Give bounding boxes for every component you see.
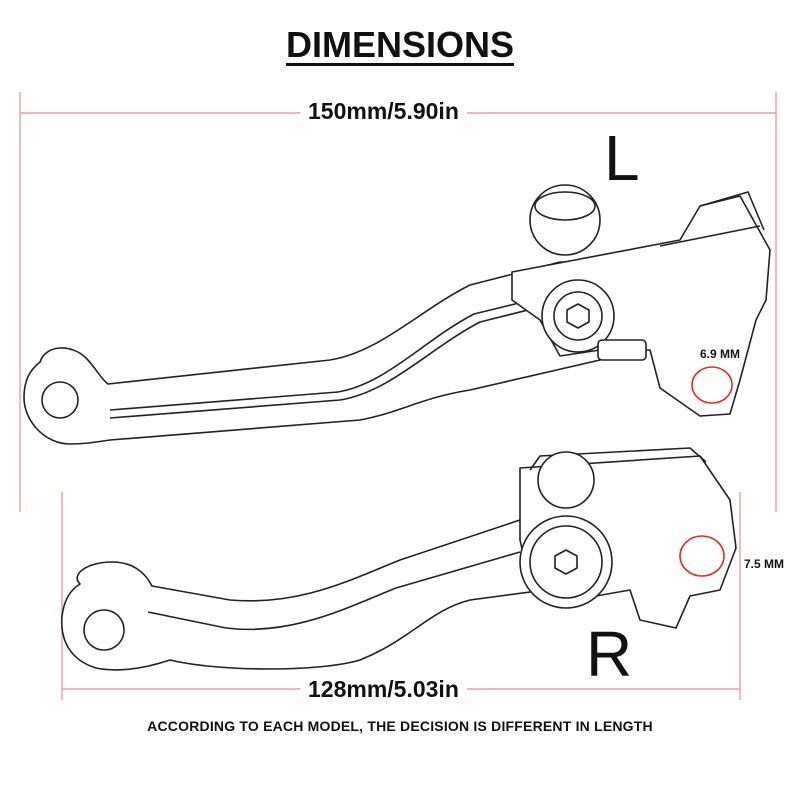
right-mount-hole (679, 535, 725, 577)
left-hole-label: 6.9 MM (700, 347, 741, 361)
left-lever-groove-inner (109, 293, 557, 411)
left-perch-body (511, 195, 771, 417)
left-lever (23, 184, 771, 445)
diagram-title: DIMENSIONS (285, 24, 515, 65)
left-side-letter: L (604, 122, 640, 194)
length-footnote: ACCORDING TO EACH MODEL, THE DECISION IS… (147, 718, 653, 734)
right-lever-groove (147, 551, 521, 631)
left-lever-groove (109, 301, 561, 419)
right-perch-top (529, 447, 707, 471)
right-lever-tip-hole (83, 609, 125, 651)
left-perch-edge (659, 225, 761, 247)
right-hole-label: 7.5 MM (744, 557, 785, 571)
right-lever-arm (60, 509, 561, 671)
left-mount-hole (691, 366, 733, 404)
right-lever (60, 447, 737, 671)
left-lever-arm (23, 261, 601, 445)
left-lever-tip-hole (41, 381, 79, 419)
left-adjuster (597, 339, 647, 361)
top-length-label: 150mm/5.90in (300, 98, 467, 125)
left-hex-bolt-icon (566, 303, 590, 329)
left-pivot-top (534, 191, 596, 221)
right-side-letter: R (586, 618, 633, 690)
left-perch-tab (699, 191, 765, 231)
right-hex-bolt-icon (554, 549, 578, 575)
right-pivot-outer (537, 451, 595, 509)
bottom-length-label: 128mm/5.03in (300, 676, 467, 703)
